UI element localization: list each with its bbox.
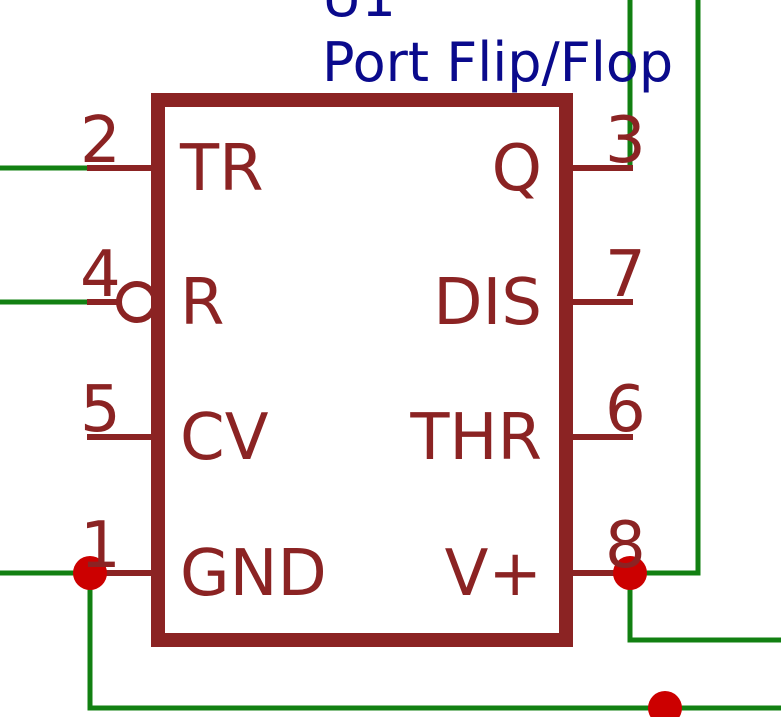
pin-name-tr: TR bbox=[179, 132, 264, 206]
pin-number-5: 5 bbox=[80, 373, 121, 447]
reset-inversion-bubble bbox=[116, 281, 158, 323]
pin-number-3: 3 bbox=[605, 104, 646, 178]
component-body[interactable] bbox=[151, 93, 573, 647]
pin-number-2: 2 bbox=[80, 104, 121, 178]
pin-number-4: 4 bbox=[80, 238, 121, 312]
pin-number-6: 6 bbox=[605, 373, 646, 447]
wire-vplus-down bbox=[627, 570, 781, 643]
junction-dot-vplus bbox=[613, 556, 647, 590]
pin-number-1: 1 bbox=[80, 509, 121, 583]
ref-designator: U1 bbox=[322, 0, 396, 29]
wire-gnd-down bbox=[87, 570, 781, 711]
pin-name-cv: CV bbox=[180, 401, 269, 475]
pin-leads bbox=[87, 165, 633, 576]
wire-vplus-up bbox=[627, 0, 701, 576]
pin-number-8: 8 bbox=[605, 509, 646, 583]
pin-name-thr: THR bbox=[409, 401, 542, 475]
pin-name-dis: DIS bbox=[433, 266, 542, 340]
pin-name-r: R bbox=[180, 266, 224, 340]
pin-name-gnd: GND bbox=[180, 537, 327, 611]
pin-name-vplus: V+ bbox=[445, 537, 542, 611]
pin-names: TR R CV GND Q DIS THR V+ bbox=[179, 132, 542, 611]
junctions bbox=[73, 556, 682, 717]
pin-name-q: Q bbox=[492, 132, 542, 206]
component-value: Port Flip/Flop bbox=[322, 31, 673, 94]
component-labels: U1 Port Flip/Flop bbox=[322, 0, 673, 94]
junction-dot-bottom bbox=[648, 691, 682, 717]
junction-dot-gnd bbox=[73, 556, 107, 590]
pin-numbers: 2 4 5 1 3 7 6 8 bbox=[80, 104, 646, 583]
pin-number-7: 7 bbox=[605, 238, 646, 312]
